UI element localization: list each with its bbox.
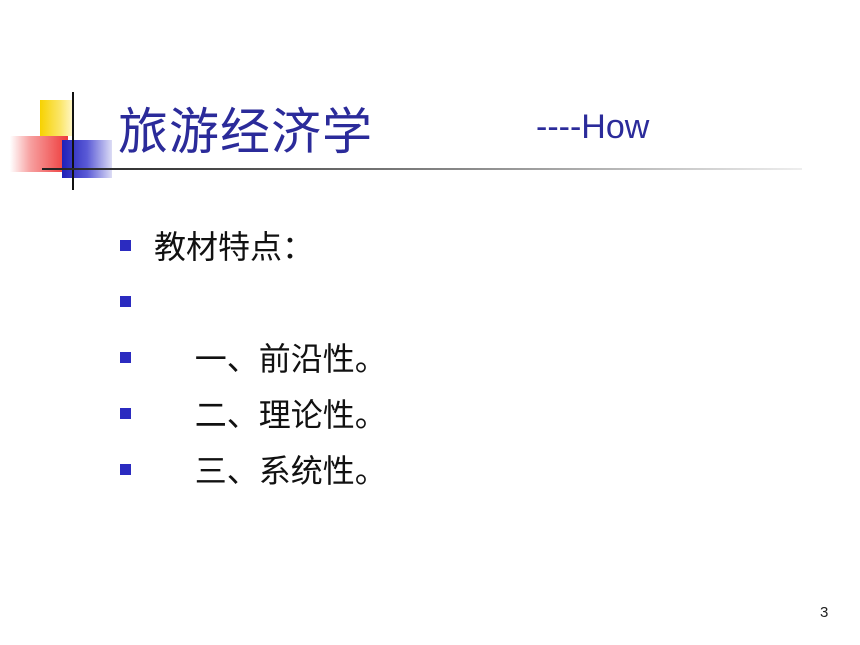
bullet-square-icon <box>120 464 131 475</box>
bullet-item: 三、系统性。 <box>120 446 820 502</box>
logo-red-square <box>10 136 68 172</box>
bullet-item: 教材特点： <box>120 222 820 278</box>
bullet-item <box>120 278 820 334</box>
bullet-square-icon <box>120 352 131 363</box>
logo-vertical-line <box>72 92 74 190</box>
title-underline <box>42 168 802 170</box>
logo-yellow-square <box>40 100 74 136</box>
bullet-text: 二、理论性。 <box>154 396 387 434</box>
slide-title: 旅游经济学 <box>118 103 373 161</box>
slide-title-suffix: ----How <box>536 108 650 146</box>
page-number: 3 <box>820 604 829 621</box>
bullet-square-icon <box>120 296 131 307</box>
logo-blue-square <box>62 140 112 178</box>
bullet-list: 教材特点： 一、前沿性。 二、理论性。 三、系统性。 <box>120 222 820 502</box>
bullet-text: 三、系统性。 <box>154 452 387 490</box>
bullet-text: 教材特点： <box>154 228 315 266</box>
title-row: 旅游经济学 ----How <box>118 92 649 161</box>
bullet-square-icon <box>120 408 131 419</box>
bullet-text: 一、前沿性。 <box>154 340 387 378</box>
bullet-item: 一、前沿性。 <box>120 334 820 390</box>
bullet-item: 二、理论性。 <box>120 390 820 446</box>
decorative-logo <box>0 0 130 200</box>
bullet-square-icon <box>120 240 131 251</box>
